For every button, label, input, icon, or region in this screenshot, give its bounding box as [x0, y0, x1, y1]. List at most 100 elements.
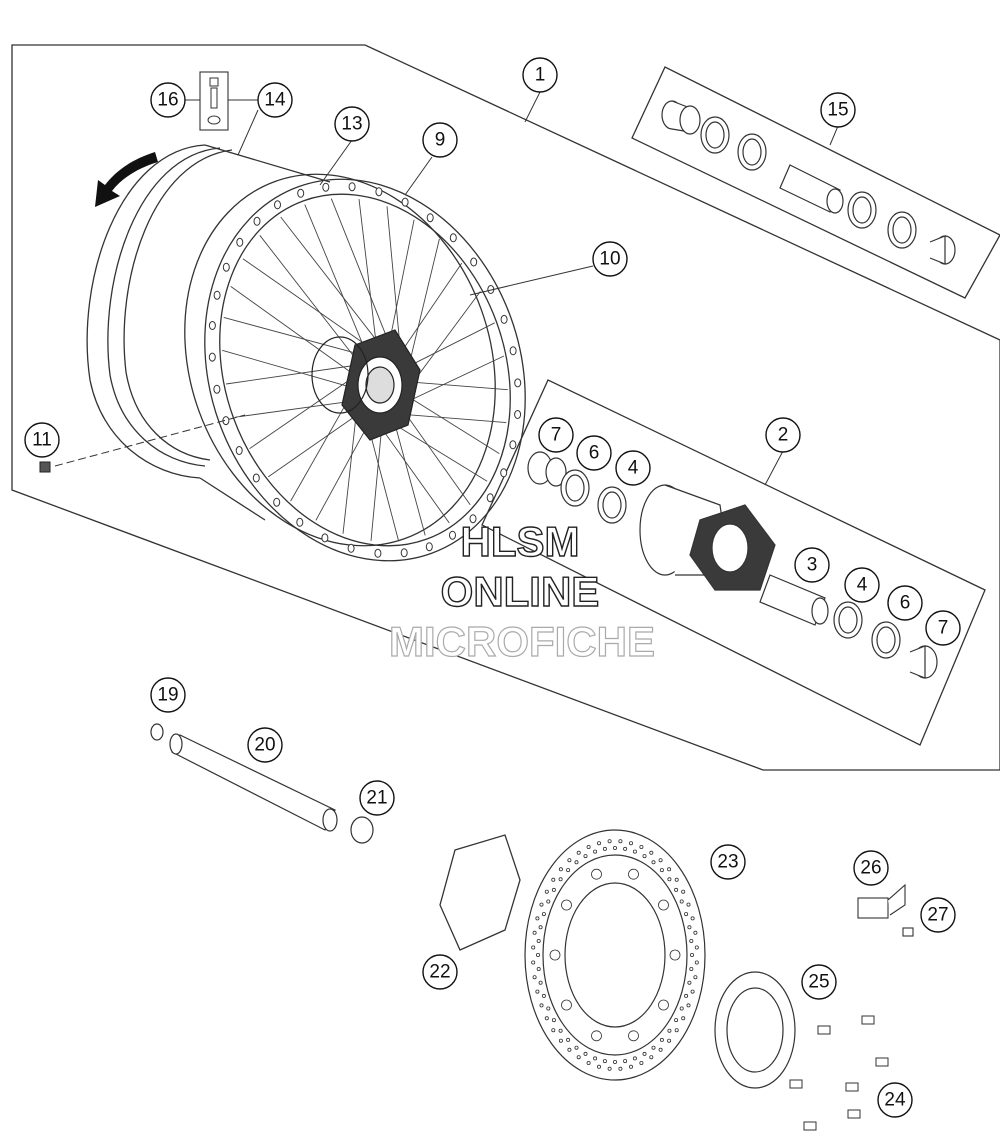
spoke	[235, 399, 359, 418]
callout-circle	[538, 417, 574, 453]
spoke	[403, 393, 500, 454]
callout-circle	[877, 1082, 913, 1118]
disc-hole	[586, 1061, 591, 1066]
spoke-hole	[236, 237, 244, 247]
axle-parts	[150, 723, 374, 844]
spoke-hole	[509, 440, 517, 450]
disc-hole	[632, 849, 637, 854]
spoke	[401, 322, 495, 371]
leader-dash-11	[54, 414, 246, 467]
spoke-hole	[375, 187, 383, 197]
spoke-hole	[273, 497, 281, 507]
callout-circle	[801, 964, 837, 1000]
disc-hole	[539, 902, 544, 907]
callout-circle	[522, 57, 558, 93]
spoke	[304, 204, 369, 358]
spoke-hole	[514, 378, 522, 388]
callout-number: 19	[157, 685, 178, 706]
disc-hole	[531, 960, 536, 965]
callout-16: 16	[150, 82, 186, 118]
callout-number: 1	[535, 65, 546, 86]
disc-hole	[681, 889, 686, 894]
disc-hole	[694, 960, 699, 965]
disc-hole	[535, 989, 540, 994]
disc-hole	[535, 916, 540, 921]
disc-hole	[613, 846, 618, 851]
disc-hole	[686, 1003, 691, 1008]
disc-hole	[649, 850, 654, 855]
disc-hole	[681, 1016, 686, 1021]
callout-number: 4	[628, 458, 639, 479]
disc-hole	[597, 841, 602, 846]
spoke	[399, 355, 505, 406]
valve-icon	[207, 77, 221, 125]
spoke-hole	[213, 384, 221, 394]
callout-1: 1	[522, 57, 558, 93]
spoke	[358, 199, 378, 354]
callout-20: 20	[247, 727, 283, 763]
disc-hole	[632, 1056, 637, 1061]
disc-hole	[566, 1037, 571, 1042]
callout-number: 11	[32, 430, 52, 451]
disc-hole	[674, 1028, 679, 1033]
callout-25: 25	[801, 964, 837, 1000]
disc-hole	[541, 912, 546, 917]
disc-hole	[558, 1028, 563, 1033]
callout-circle	[853, 850, 889, 886]
rotation-arrow-icon	[95, 152, 158, 207]
disc-hole	[693, 975, 698, 980]
callout-9: 9	[422, 122, 458, 158]
disc-hole	[684, 993, 689, 998]
disc-hole	[583, 854, 588, 859]
disc-hole	[576, 1055, 581, 1060]
callout-number: 3	[807, 555, 818, 576]
disc-hole	[586, 845, 591, 850]
callout-number: 22	[429, 962, 450, 983]
callout-11: 11	[24, 422, 60, 458]
watermark-line3: MICROFICHE	[389, 618, 655, 665]
callout-number: 7	[938, 618, 949, 639]
spoke	[404, 381, 508, 391]
callout-number: 20	[254, 735, 275, 756]
tire	[86, 144, 331, 521]
disc-rivet	[658, 899, 669, 911]
callout-circle	[615, 450, 651, 486]
disc-hole	[532, 975, 537, 980]
spoke-hole	[486, 493, 494, 503]
disc-hole	[658, 1047, 663, 1052]
disc-hole	[659, 1037, 664, 1042]
spoke-hole	[252, 473, 260, 483]
callout-number: 24	[884, 1090, 906, 1111]
disc-hole	[690, 953, 695, 958]
disc-hole	[593, 849, 598, 854]
disc-hole	[689, 967, 694, 972]
disc-hole	[667, 1038, 672, 1043]
callout-circle	[710, 844, 746, 880]
callout-6b: 6	[887, 585, 923, 621]
disc-hole	[538, 980, 543, 985]
callout-27: 27	[920, 897, 956, 933]
disc-rivet	[591, 1030, 602, 1042]
callout-4b: 4	[844, 567, 880, 603]
callout-circle	[247, 727, 283, 763]
callout-circle	[887, 585, 923, 621]
callout-circle	[592, 241, 628, 277]
disc-hole	[574, 1045, 579, 1050]
disc-hole	[687, 925, 692, 930]
callout-7b: 7	[925, 610, 961, 646]
brake-disc	[524, 829, 706, 1081]
spoke	[226, 364, 361, 385]
disc-hole	[651, 1045, 656, 1050]
spoke-hole	[253, 216, 261, 226]
callout-number: 9	[435, 130, 446, 151]
disc-hole	[684, 912, 689, 917]
disc-hole	[687, 980, 692, 985]
spoke-hole	[348, 182, 356, 192]
disc-hole	[686, 902, 691, 907]
watermark-line1: HLSM	[461, 518, 580, 565]
disc-hole	[558, 867, 563, 872]
disc-hole	[690, 989, 695, 994]
spoke-hole	[222, 262, 230, 272]
callout-19: 19	[150, 677, 186, 713]
